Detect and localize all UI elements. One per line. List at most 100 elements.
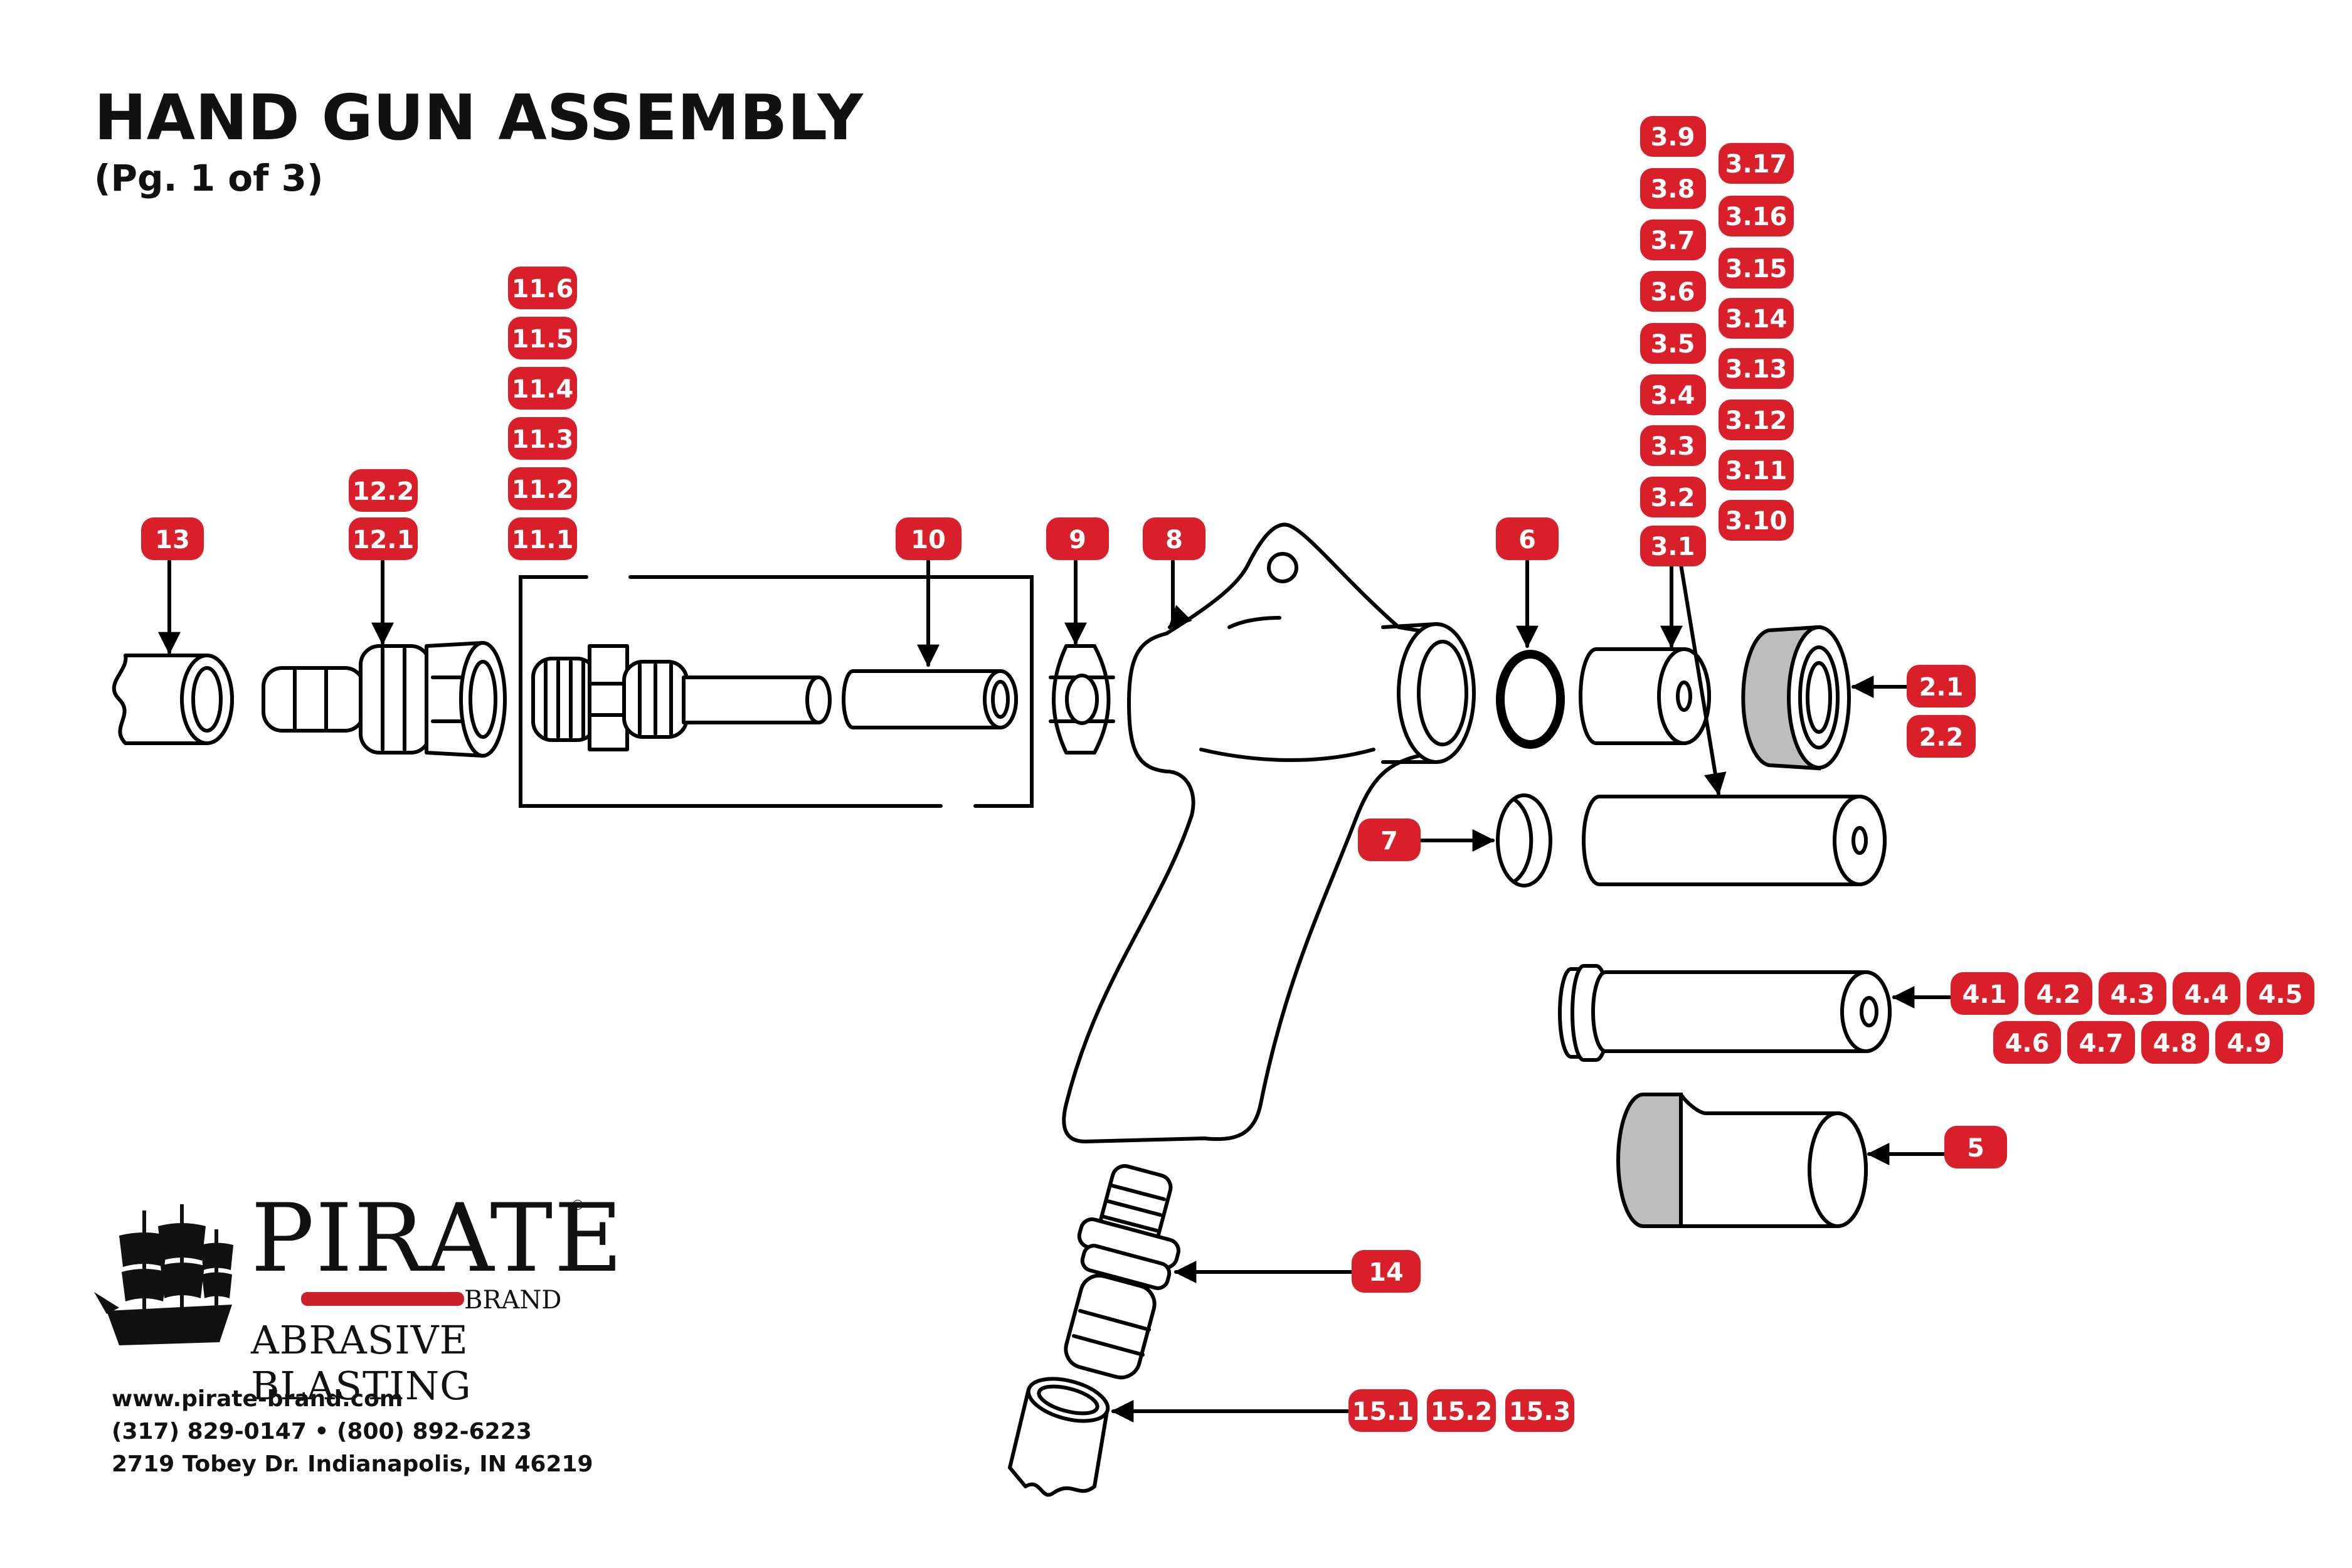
svg-text:11.4: 11.4 bbox=[512, 375, 574, 404]
callout-3-12: 3.12 bbox=[1719, 400, 1794, 440]
svg-text:3.3: 3.3 bbox=[1651, 432, 1695, 461]
svg-text:3.7: 3.7 bbox=[1651, 226, 1695, 255]
address: 2719 Tobey Dr. Indianapolis, IN 46219 bbox=[112, 1451, 593, 1478]
callout-3-14: 3.14 bbox=[1719, 298, 1794, 339]
part-15-hose-end bbox=[1008, 1377, 1110, 1497]
callout-3-11: 3.11 bbox=[1719, 450, 1794, 490]
svg-text:4.4: 4.4 bbox=[2185, 980, 2229, 1009]
callout-3-7: 3.7 bbox=[1640, 220, 1706, 260]
callout-4-6: 4.6 bbox=[1993, 1021, 2061, 1064]
svg-text:3.17: 3.17 bbox=[1725, 150, 1788, 179]
svg-text:11.2: 11.2 bbox=[512, 475, 574, 504]
callout-9: 9 bbox=[1046, 517, 1109, 560]
callout-7: 7 bbox=[1358, 818, 1421, 861]
brand-logo: PIRATE ® BRAND ABRASIVE BLASTING bbox=[94, 1192, 623, 1409]
callout-12-1: 12.1 bbox=[349, 517, 418, 560]
svg-text:7: 7 bbox=[1380, 827, 1398, 856]
svg-text:11.1: 11.1 bbox=[512, 526, 574, 554]
pirate-ship-icon bbox=[94, 1204, 233, 1345]
svg-text:3.12: 3.12 bbox=[1725, 406, 1788, 435]
svg-text:2.1: 2.1 bbox=[1919, 673, 1964, 702]
part-3-nozzle-long bbox=[1582, 795, 1887, 886]
svg-text:3.2: 3.2 bbox=[1651, 484, 1695, 512]
callout-3-16: 3.16 bbox=[1719, 196, 1794, 236]
svg-text:12.2: 12.2 bbox=[352, 477, 415, 506]
part-13-hose bbox=[112, 654, 234, 745]
callout-4-1: 4.1 bbox=[1951, 972, 2018, 1015]
part-5-nozzle-jacket bbox=[1616, 1093, 1868, 1228]
svg-text:3.11: 3.11 bbox=[1725, 457, 1788, 485]
svg-text:8: 8 bbox=[1165, 526, 1183, 554]
brand-swash bbox=[301, 1292, 464, 1306]
callout-3-13: 3.13 bbox=[1719, 348, 1794, 389]
svg-text:4.6: 4.6 bbox=[2005, 1029, 2050, 1058]
svg-text:3.10: 3.10 bbox=[1725, 507, 1788, 536]
svg-text:3.15: 3.15 bbox=[1725, 255, 1788, 283]
svg-text:15.1: 15.1 bbox=[1352, 1397, 1414, 1426]
svg-text:3.4: 3.4 bbox=[1651, 381, 1695, 410]
callout-14: 14 bbox=[1352, 1250, 1421, 1293]
svg-text:3.9: 3.9 bbox=[1651, 123, 1695, 152]
callout-3-9: 3.9 bbox=[1640, 116, 1706, 157]
callout-4-8: 4.8 bbox=[2141, 1021, 2209, 1064]
callout-11-4: 11.4 bbox=[508, 367, 577, 410]
callout-6: 6 bbox=[1496, 517, 1559, 560]
svg-text:4.1: 4.1 bbox=[1963, 980, 2007, 1009]
svg-text:4.7: 4.7 bbox=[2079, 1029, 2124, 1058]
brand-sub: BRAND bbox=[464, 1286, 562, 1315]
callout-4-5: 4.5 bbox=[2247, 972, 2314, 1015]
page-title: HAND GUN ASSEMBLY bbox=[94, 81, 863, 154]
callout-4-7: 4.7 bbox=[2067, 1021, 2135, 1064]
svg-text:3.16: 3.16 bbox=[1725, 203, 1788, 231]
part-11-nozzle-holder bbox=[531, 644, 832, 751]
part-14-hose-barb bbox=[1064, 1164, 1180, 1380]
callout-11-3: 11.3 bbox=[508, 417, 577, 460]
callout-4-4: 4.4 bbox=[2173, 972, 2240, 1015]
part-12-coupling bbox=[262, 641, 507, 758]
callout-3-8: 3.8 bbox=[1640, 168, 1706, 209]
svg-text:15.3: 15.3 bbox=[1509, 1397, 1571, 1426]
callout-4-3: 4.3 bbox=[2099, 972, 2166, 1015]
svg-text:5: 5 bbox=[1967, 1134, 1984, 1163]
svg-text:3.13: 3.13 bbox=[1725, 355, 1788, 384]
registered-mark: ® bbox=[571, 1198, 585, 1214]
contact-info: www.pirate-brand.com (317) 829-0147 • (8… bbox=[112, 1383, 593, 1481]
part-10-11-bracket bbox=[519, 575, 1034, 808]
callout-3-15: 3.15 bbox=[1719, 248, 1794, 289]
callout-3-1: 3.1 bbox=[1640, 526, 1706, 566]
callout-5: 5 bbox=[1944, 1126, 2007, 1168]
callout-4-2: 4.2 bbox=[2025, 972, 2092, 1015]
page-subtitle: (Pg. 1 of 3) bbox=[94, 157, 324, 199]
callout-3-5: 3.5 bbox=[1640, 323, 1706, 364]
svg-text:11.5: 11.5 bbox=[512, 325, 574, 354]
svg-text:4.2: 4.2 bbox=[2037, 980, 2081, 1009]
callout-10: 10 bbox=[896, 517, 961, 560]
phone-numbers: (317) 829-0147 • (800) 892-6223 bbox=[112, 1419, 532, 1445]
callout-8: 8 bbox=[1143, 517, 1205, 560]
callout-13: 13 bbox=[141, 517, 204, 560]
svg-text:12.1: 12.1 bbox=[352, 526, 415, 554]
website-link[interactable]: www.pirate-brand.com bbox=[112, 1386, 403, 1412]
callout-11-6: 11.6 bbox=[508, 267, 577, 309]
callout-3-10: 3.10 bbox=[1719, 500, 1794, 541]
svg-text:4.5: 4.5 bbox=[2259, 980, 2303, 1009]
svg-text:3.6: 3.6 bbox=[1651, 278, 1695, 307]
svg-text:15.2: 15.2 bbox=[1431, 1397, 1493, 1426]
svg-text:14: 14 bbox=[1369, 1258, 1404, 1287]
part-2-nozzle-nut bbox=[1741, 625, 1851, 771]
leader-lines bbox=[158, 559, 1952, 1422]
part-3-insert-short bbox=[1579, 647, 1711, 745]
callout-2-1: 2.1 bbox=[1907, 665, 1976, 707]
svg-text:4.8: 4.8 bbox=[2153, 1029, 2198, 1058]
part-7-washer bbox=[1496, 793, 1552, 887]
callout-15-3: 15.3 bbox=[1505, 1389, 1574, 1432]
part-9-nut bbox=[1049, 644, 1115, 755]
callout-11-2: 11.2 bbox=[508, 467, 577, 510]
svg-text:3.1: 3.1 bbox=[1651, 532, 1695, 561]
callout-3-4: 3.4 bbox=[1640, 374, 1706, 415]
callout-3-6: 3.6 bbox=[1640, 271, 1706, 312]
svg-text:13: 13 bbox=[155, 526, 190, 554]
part-6-o-ring bbox=[1496, 650, 1565, 749]
svg-text:6: 6 bbox=[1518, 526, 1536, 554]
